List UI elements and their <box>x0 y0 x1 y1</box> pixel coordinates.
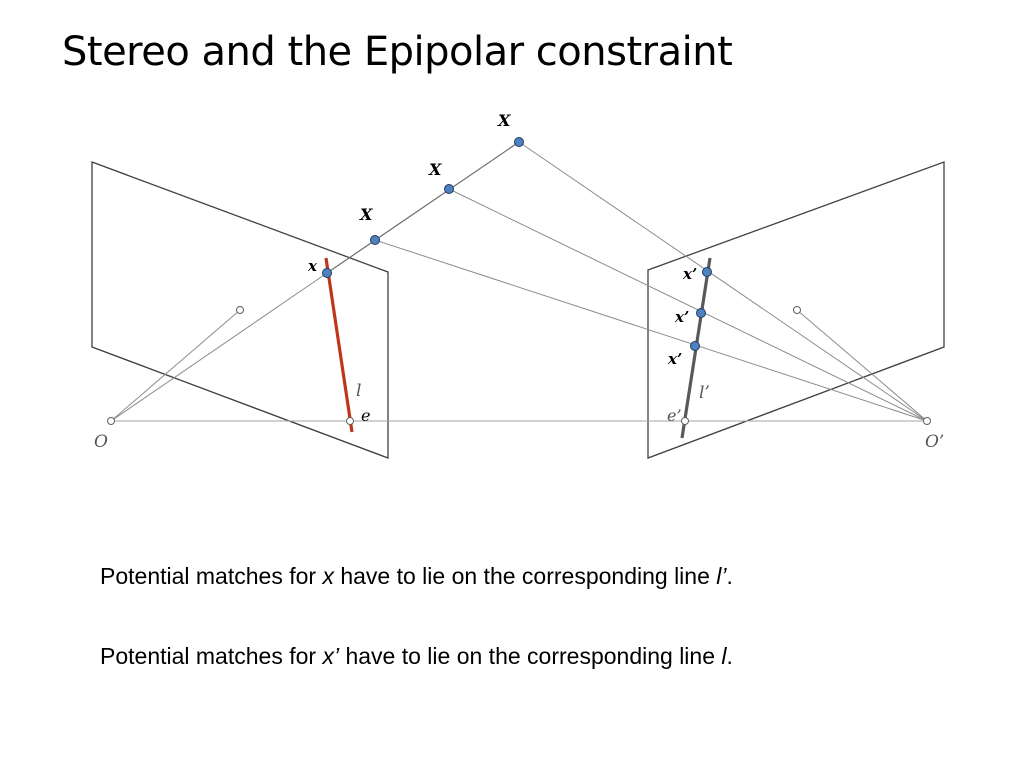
label-e-prime: e’ <box>667 406 682 425</box>
image-point-x-prime-1 <box>702 267 712 277</box>
label-x-prime-3: x’ <box>667 350 682 368</box>
image-point-x-prime-2 <box>696 308 706 318</box>
caption-1-middle: have to lie on the corresponding line <box>333 563 717 589</box>
left-ray-to-x <box>110 272 328 422</box>
left-hollow-point <box>236 306 244 314</box>
right-hollow-point <box>793 306 801 314</box>
caption-2: Potential matches for x’ have to lie on … <box>100 641 733 671</box>
label-e: e <box>361 406 370 425</box>
caption-2-var: x’ <box>322 643 340 669</box>
label-O: O <box>94 432 108 452</box>
caption-2-before: Potential matches for <box>100 643 323 669</box>
right-ray-to-dot <box>796 309 928 422</box>
ray-X3-to-right <box>374 239 928 422</box>
left-image-plane <box>91 161 389 459</box>
point-X-3 <box>370 235 380 245</box>
label-x: x <box>307 257 318 275</box>
caption-1-var: x <box>322 563 334 589</box>
label-l: l <box>356 381 361 401</box>
point-X-1 <box>514 137 524 147</box>
caption-1-before: Potential matches for <box>100 563 323 589</box>
right-epipole-point <box>681 417 689 425</box>
ray-x-to-X <box>326 141 520 274</box>
image-point-x <box>322 268 332 278</box>
epipolar-line-left <box>324 257 354 433</box>
slide-title: Stereo and the Epipolar constraint <box>62 29 733 75</box>
label-l-prime: l’ <box>699 383 710 403</box>
caption-1-end: . <box>726 563 733 589</box>
ray-X2-to-right <box>448 188 928 422</box>
left-epipole-point <box>346 417 354 425</box>
epipolar-diagram: X X X x x’ x’ x’ l e l’ e’ O O’ <box>91 111 945 459</box>
caption-2-end: . <box>726 643 733 669</box>
left-camera-center <box>107 417 115 425</box>
caption-2-line: l <box>721 643 727 669</box>
image-point-x-prime-3 <box>690 341 700 351</box>
label-X-1: X <box>497 111 511 130</box>
caption-2-middle: have to lie on the corresponding line <box>339 643 722 669</box>
label-O-prime: O’ <box>925 432 944 452</box>
label-X-3: X <box>359 205 373 224</box>
left-ray-to-dot <box>110 309 241 422</box>
right-camera-center <box>923 417 931 425</box>
caption-1-line: l’ <box>716 563 727 589</box>
label-x-prime-2: x’ <box>674 308 689 326</box>
caption-1: Potential matches for x have to lie on t… <box>100 561 733 591</box>
ray-X1-to-right <box>518 141 928 422</box>
right-image-plane <box>647 161 945 459</box>
point-X-2 <box>444 184 454 194</box>
label-X-2: X <box>428 160 442 179</box>
label-x-prime-1: x’ <box>682 265 697 283</box>
